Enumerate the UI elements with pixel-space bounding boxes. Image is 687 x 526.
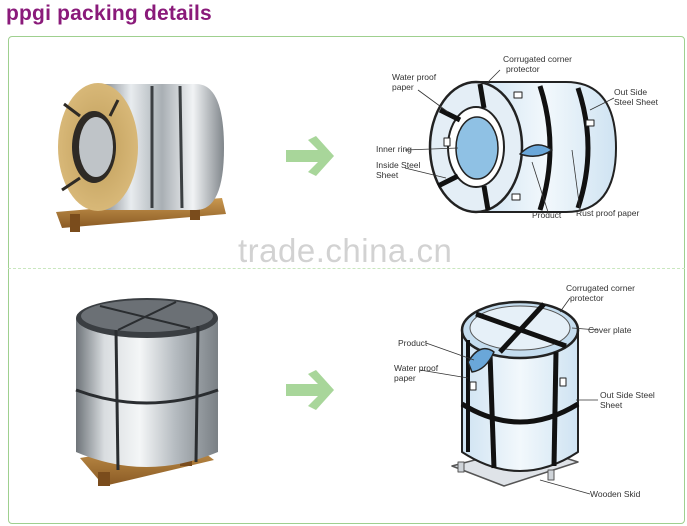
label-water-proof-paper-b-2: paper (394, 373, 416, 383)
vertical-coil-diagram: Corrugated corner protector Cover plate … (394, 283, 655, 499)
label-corrugated-corner-protector-2: protector (506, 64, 540, 74)
label-outside-steel-sheet-b: Out Side Steel (600, 390, 655, 400)
vertical-coil-photo (75, 298, 219, 486)
label-outside-steel-sheet-2: Steel Sheet (614, 97, 659, 107)
label-outside-steel-sheet-b-2: Sheet (600, 400, 623, 410)
page-title: ppgi packing details (6, 2, 212, 25)
arrow-right-icon (286, 136, 334, 176)
label-product: Product (532, 210, 562, 220)
label-product-b: Product (398, 338, 428, 348)
horizontal-coil-diagram: Water proof paper Corrugated corner prot… (376, 54, 659, 220)
section-divider (8, 268, 685, 269)
label-inside-steel-sheet-2: Sheet (376, 170, 399, 180)
arrow-right-icon-2 (286, 370, 334, 410)
label-wooden-skid: Wooden Skid (590, 489, 641, 499)
label-rust-proof-paper: Rust proof paper (576, 208, 639, 218)
label-inner-ring: Inner ring (376, 144, 412, 154)
watermark: trade.china.cn (238, 232, 453, 269)
label-water-proof-paper-b: Water proof (394, 363, 439, 373)
horizontal-coil-photo (56, 83, 226, 232)
label-corrugated-corner-protector: Corrugated corner (503, 54, 572, 64)
label-cover-plate: Cover plate (588, 325, 632, 335)
label-corrugated-corner-protector-b: Corrugated corner (566, 283, 635, 293)
label-corrugated-corner-protector-b-2: protector (570, 293, 604, 303)
label-inside-steel-sheet: Inside Steel (376, 160, 421, 170)
label-outside-steel-sheet: Out Side (614, 87, 647, 97)
label-water-proof-paper: Water proof (392, 72, 437, 82)
label-water-proof-paper-2: paper (392, 82, 414, 92)
